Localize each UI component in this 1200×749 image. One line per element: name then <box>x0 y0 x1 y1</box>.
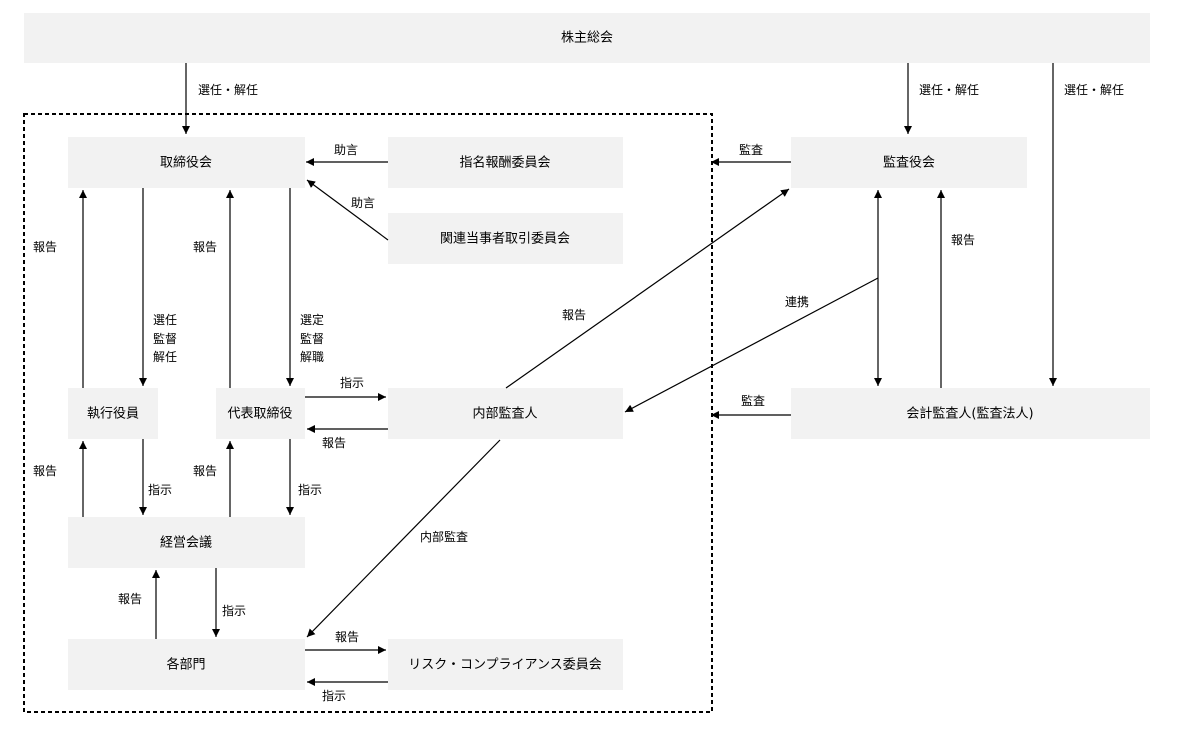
label-internal-audit: 内部監査 <box>420 529 468 544</box>
label-report: 報告 <box>951 233 975 247</box>
label-report: 報告 <box>193 240 217 254</box>
label-report: 報告 <box>562 308 586 322</box>
label-cooperation: 連携 <box>785 294 809 309</box>
label-instruct: 指示 <box>322 688 346 703</box>
box-risk-compliance: リスク・コンプライアンス委員会 <box>388 639 623 690</box>
box-executive-officers: 執行役員 <box>68 388 158 439</box>
arrow-report-internal-to-auditors <box>505 188 790 389</box>
box-management-meeting: 経営会議 <box>68 517 305 568</box>
box-shareholders: 株主総会 <box>24 13 1150 63</box>
label-report: 報告 <box>33 240 57 254</box>
label-audit: 監査 <box>739 142 763 157</box>
arrow-advice-related <box>306 179 389 241</box>
label-elect-dismiss: 選任・解任 <box>919 83 979 97</box>
box-label: 執行役員 <box>87 406 139 422</box>
box-internal-auditor: 内部監査人 <box>388 388 623 439</box>
label-remove: 解職 <box>300 350 324 364</box>
arrow-internal-audit <box>306 439 501 638</box>
label-advice: 助言 <box>351 196 375 210</box>
arrow-cooperation <box>624 277 879 413</box>
box-label: 株主総会 <box>561 31 613 46</box>
box-board: 取締役会 <box>68 137 305 188</box>
box-label: 代表取締役 <box>227 406 292 422</box>
label-elect-dismiss: 選任・解任 <box>198 83 258 97</box>
box-label: 各部門 <box>166 657 205 673</box>
label-instruct: 指示 <box>340 375 364 390</box>
box-label: リスク・コンプライアンス委員会 <box>408 658 602 673</box>
box-label: 内部監査人 <box>472 406 537 422</box>
label-report: 報告 <box>335 630 359 644</box>
label-report: 報告 <box>118 592 142 606</box>
label-elect-dismiss: 選任・解任 <box>1064 83 1124 97</box>
arrows <box>79 63 1057 686</box>
box-nomination: 指名報酬委員会 <box>388 137 623 188</box>
label-appoint: 選定 <box>300 312 324 327</box>
box-representative-director: 代表取締役 <box>216 388 305 439</box>
label-report: 報告 <box>322 436 346 450</box>
label-dismiss: 解任 <box>153 350 177 364</box>
box-auditors: 監査役会 <box>791 137 1027 188</box>
box-label: 指名報酬委員会 <box>459 155 550 171</box>
label-instruct: 指示 <box>148 482 172 497</box>
label-report: 報告 <box>193 464 217 478</box>
box-label: 監査役会 <box>883 155 935 171</box>
label-supervise: 監督 <box>300 331 324 346</box>
label-supervise: 監督 <box>153 331 177 346</box>
box-label: 会計監査人(監査法人) <box>906 406 1033 422</box>
arrow-labels: 選任・解任 選任・解任 選任・解任 助言 助言 監査 報告 連携 報告 監査 報… <box>33 83 1124 703</box>
box-departments: 各部門 <box>68 639 305 690</box>
label-elect: 選任 <box>153 313 177 327</box>
label-instruct: 指示 <box>222 603 246 618</box>
label-advice: 助言 <box>334 143 358 157</box>
label-audit: 監査 <box>741 393 765 408</box>
box-accounting-auditor: 会計監査人(監査法人) <box>791 388 1150 439</box>
box-related-party: 関連当事者取引委員会 <box>388 213 623 264</box>
label-instruct: 指示 <box>298 482 322 497</box>
box-label: 取締役会 <box>160 155 212 171</box>
box-label: 関連当事者取引委員会 <box>440 232 570 247</box>
label-report: 報告 <box>33 464 57 478</box>
box-label: 経営会議 <box>160 536 212 551</box>
